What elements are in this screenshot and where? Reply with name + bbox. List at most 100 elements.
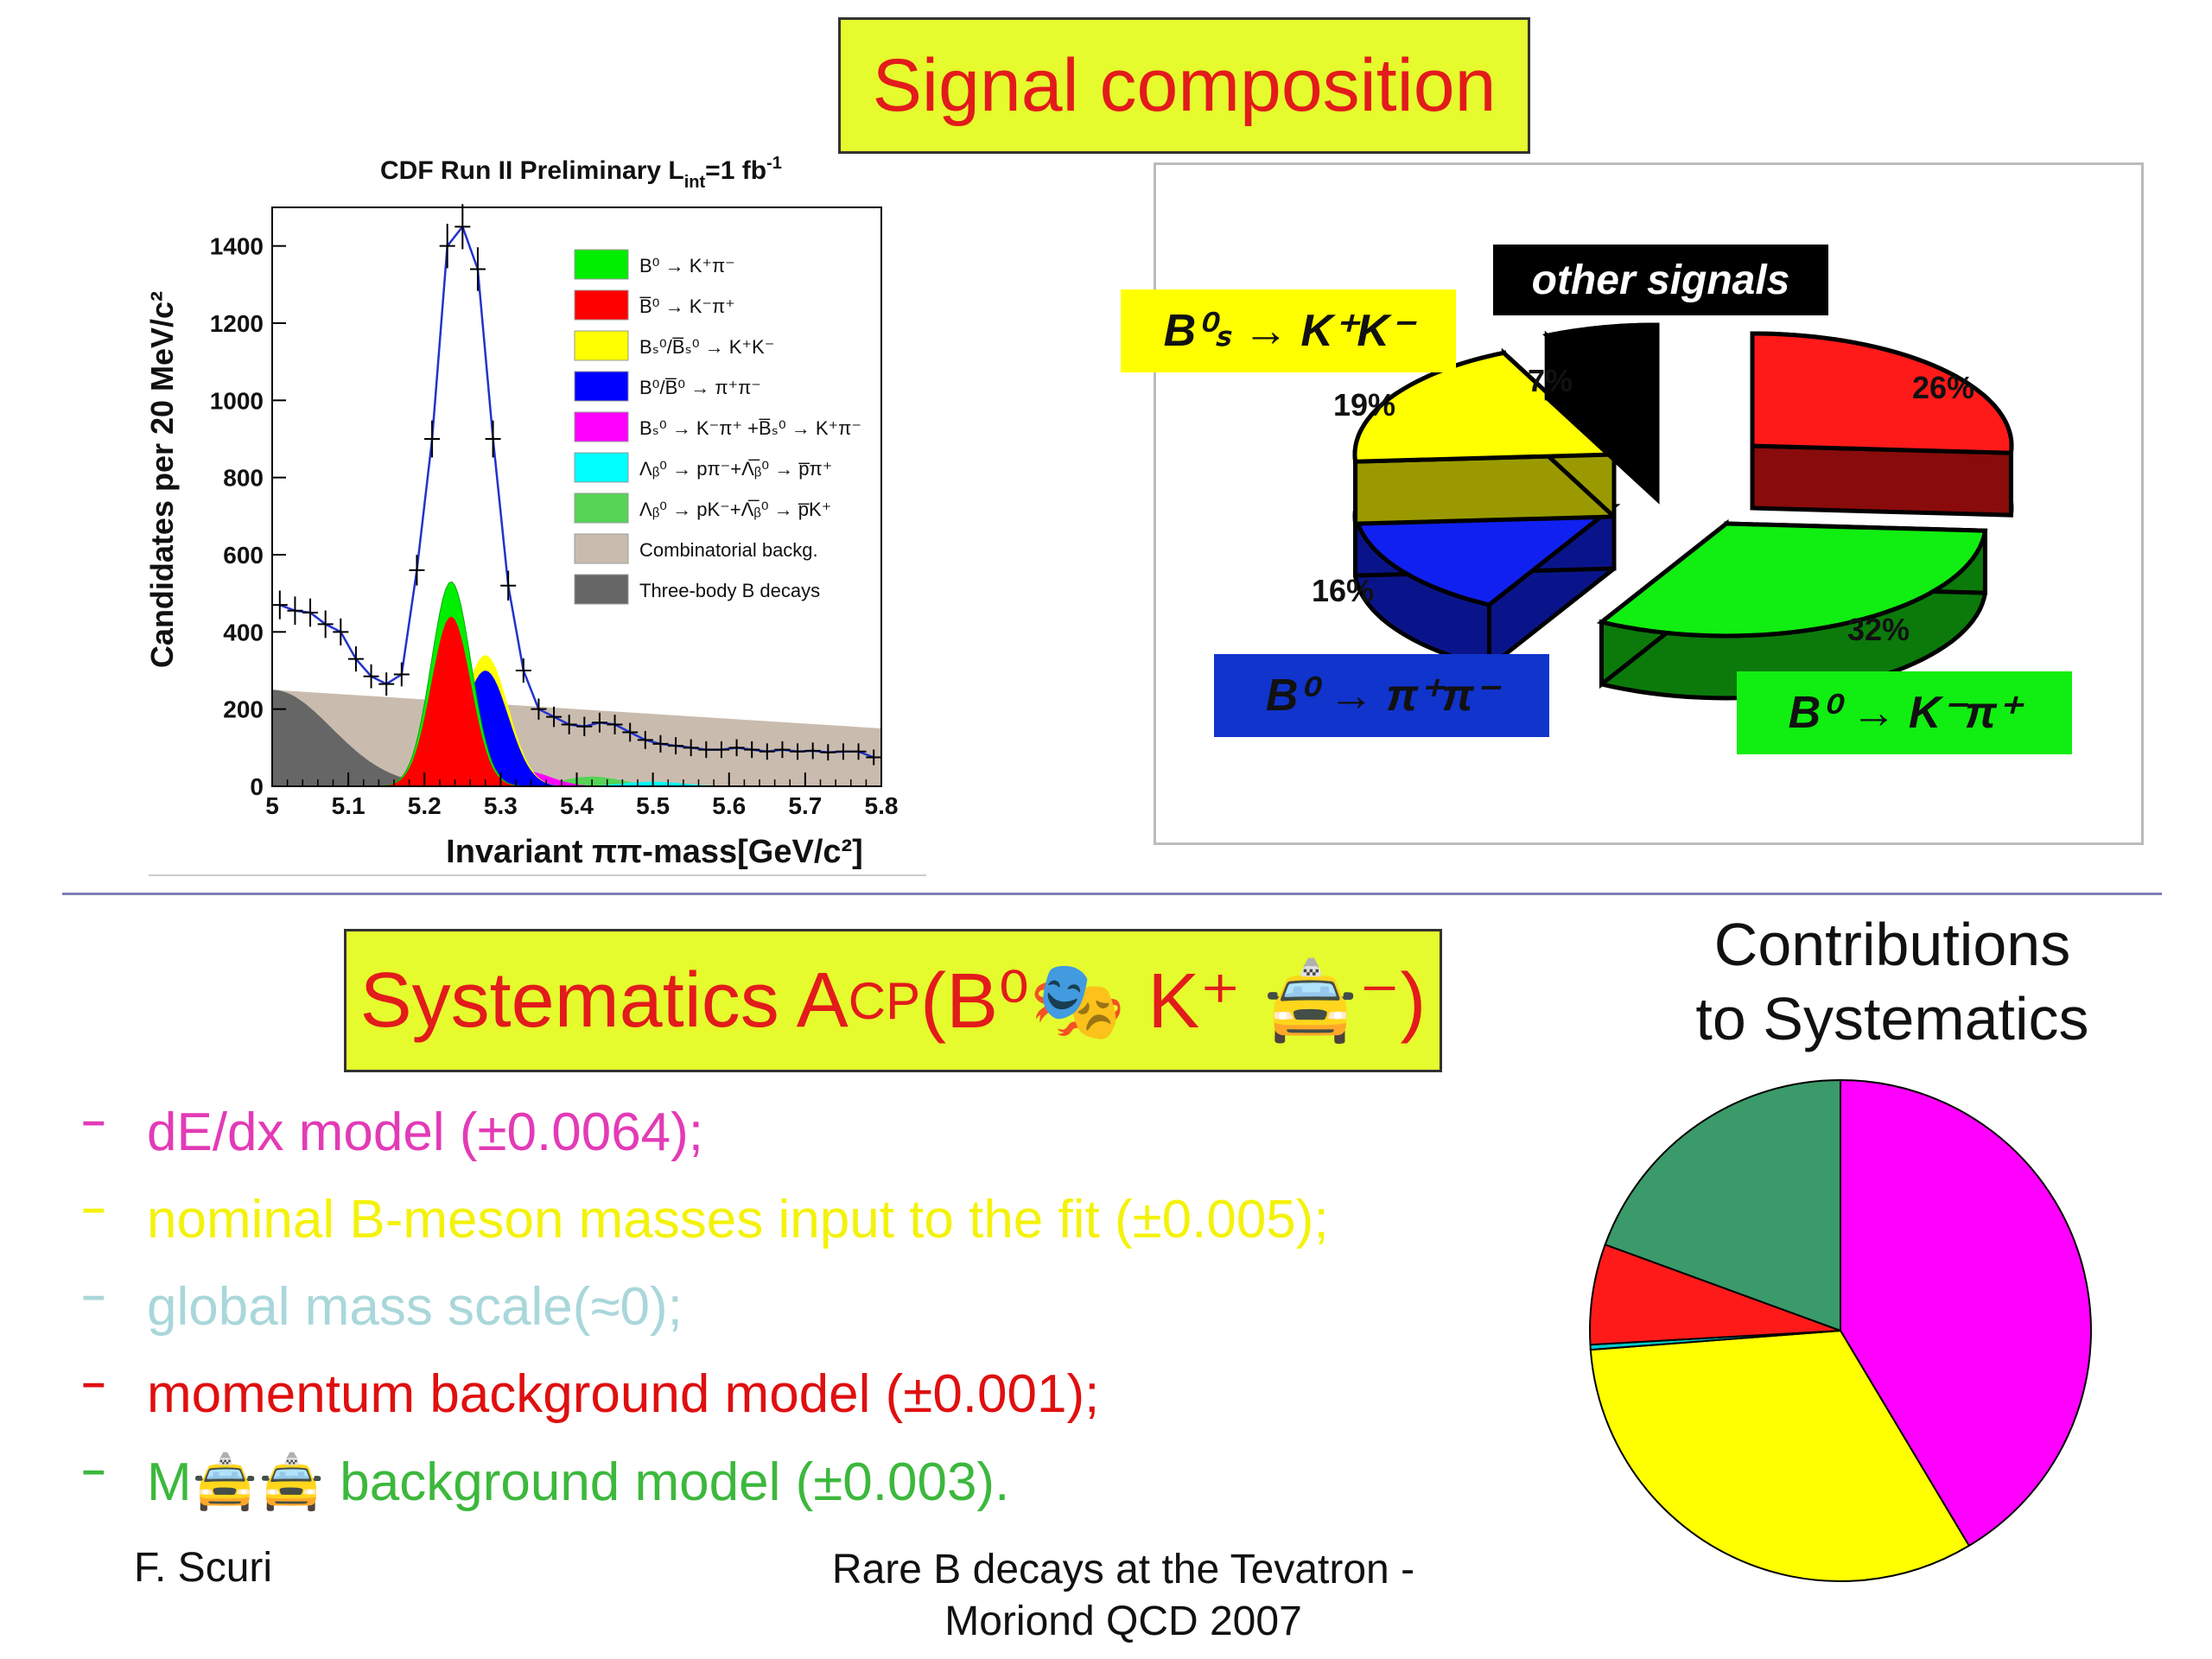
legend-label: Bₛ⁰/B̅ₛ⁰ → K⁺K⁻ <box>639 336 774 358</box>
data-point <box>607 715 623 734</box>
legend-label: Combinatorial backg. <box>639 539 818 561</box>
data-point <box>485 420 501 458</box>
data-point <box>576 716 593 736</box>
data-point <box>409 555 425 586</box>
systematics-title-sub: CP <box>848 971 921 1030</box>
bullet-item: momentum background model (±0.001); <box>147 1364 1100 1424</box>
data-point <box>469 247 486 291</box>
data-point <box>363 664 379 689</box>
data-point <box>744 741 760 759</box>
data-point <box>622 722 639 742</box>
x-tick-label: 5.1 <box>332 792 365 819</box>
systematics-title-a: Systematics A <box>359 957 849 1044</box>
section-divider <box>62 893 2162 895</box>
fit-curve <box>279 224 874 759</box>
bullet-dash: – <box>82 1185 105 1231</box>
systematics-slice <box>1840 1078 2092 1548</box>
contrib-title: Contributions to Systematics <box>1642 907 2143 1056</box>
pie3d-slice <box>1352 347 1620 526</box>
data-point <box>683 739 699 757</box>
contrib-title-line2: to Systematics <box>1695 985 2089 1052</box>
slide-title-text: Signal composition <box>872 43 1497 127</box>
data-point <box>271 590 288 620</box>
legend-item: Bₛ⁰/B̅ₛ⁰ → K⁺K⁻ <box>574 330 774 361</box>
pie3d-pct: 26% <box>1912 370 1974 405</box>
tag-b-pipi: B⁰ → π⁺π⁻ <box>1214 654 1549 737</box>
legend-item: B⁰/B̅⁰ → π⁺π⁻ <box>574 371 761 402</box>
y-tick-label: 600 <box>223 542 264 569</box>
data-point <box>698 741 715 759</box>
x-tick-label: 5.4 <box>560 792 594 819</box>
pie3d-pct: 19% <box>1333 387 1395 423</box>
y-axis-label: Candidates per 20 MeV/c² <box>144 291 180 668</box>
y-tick-label: 200 <box>223 696 264 723</box>
data-point <box>546 706 563 728</box>
footer-talk: Rare B decays at the Tevatron - Moriond … <box>778 1544 1469 1648</box>
pie3d-pct: 16% <box>1312 573 1374 608</box>
bullet-dash: – <box>82 1447 105 1493</box>
data-point <box>804 742 821 760</box>
x-tick-label: 5.3 <box>484 792 518 819</box>
legend-label: Bₛ⁰ → K⁻π⁺ +B̅ₛ⁰ → K⁺π⁻ <box>639 417 861 439</box>
y-tick-label: 1400 <box>210 233 264 260</box>
mass-histogram: CDF Run II Preliminary Lint=1 fb-1 5 5.1 5… <box>144 154 899 870</box>
threebody-area <box>272 690 881 786</box>
pie3d-pct: 7% <box>1528 363 1573 398</box>
data-point <box>287 596 303 626</box>
signal-pie: 32%16%19%7%26% <box>1312 322 2014 701</box>
data-point <box>637 731 653 749</box>
x-tick-label: 5.8 <box>865 792 899 819</box>
data-point <box>591 712 607 733</box>
bullet-item: nominal B-meson masses input to the fit … <box>147 1190 1329 1249</box>
y-tick-label: 400 <box>223 619 264 645</box>
data-point <box>759 743 775 760</box>
y-tick-label: 1000 <box>210 387 264 414</box>
footer-author: F. Scuri <box>134 1545 273 1591</box>
legend-label: B̅⁰ → K⁻π⁺ <box>639 296 735 317</box>
hist-title-text: CDF Run II Preliminary Lint=1 fb-1 <box>380 154 782 192</box>
legend-item: Three-body B decays <box>574 574 820 605</box>
data-point <box>333 618 349 645</box>
tag-other-signals: other signals <box>1493 245 1828 315</box>
data-point <box>531 698 547 720</box>
x-axis-label: Invariant ππ-mass[GeV/c²] <box>446 834 863 870</box>
data-point <box>790 743 806 760</box>
data-point <box>302 598 319 627</box>
data-point <box>454 204 471 250</box>
contrib-title-line1: Contributions <box>1713 911 2071 978</box>
data-point <box>820 744 836 761</box>
systematics-slice <box>1604 1078 1841 1332</box>
systematics-pie <box>1589 1078 2092 1583</box>
bullet-item: M🚖🚖 background model (±0.003). <box>147 1452 1010 1512</box>
y-tick-label: 1200 <box>210 310 264 337</box>
bullet-dash: – <box>82 1360 105 1406</box>
data-point <box>668 737 684 755</box>
pie3d-slice <box>1596 518 1988 701</box>
bbar-kpi-area <box>272 616 881 786</box>
data-point <box>347 646 364 672</box>
data-point <box>439 223 455 269</box>
data-point <box>500 570 517 601</box>
hist-underline <box>149 874 926 876</box>
data-point <box>515 658 531 683</box>
legend-label: Λᵦ⁰ → pπ⁻+Λ̅ᵦ⁰ → p̅π⁺ <box>639 458 832 480</box>
signal-pie-panel: 32%16%19%7%26% <box>1154 162 2144 845</box>
bullet-item: global mass scale(≈0); <box>147 1277 683 1337</box>
y-tick-label: 0 <box>250 773 264 800</box>
data-point <box>378 672 395 696</box>
footer-line1: Rare B decays at the Tevatron - <box>831 1547 1415 1592</box>
pie3d-slice <box>1352 501 1621 672</box>
bullet-dash: – <box>82 1273 105 1319</box>
systematics-slice <box>1589 1329 1971 1583</box>
legend-label: Three-body B decays <box>639 580 820 601</box>
bullet-dash: – <box>82 1098 105 1144</box>
x-tick-label: 5 <box>265 792 279 819</box>
systematics-title-rest: (B⁰🎭 K⁺ 🚖⁻) <box>920 957 1427 1045</box>
legend-item: Combinatorial backg. <box>574 533 818 564</box>
tag-bs-kk: B⁰ₛ → K⁺K⁻ <box>1121 289 1456 372</box>
hist-title: CDF Run II Preliminary Lint=1 fb-1 <box>380 154 782 192</box>
x-tick-label: 5.2 <box>408 792 442 819</box>
data-point <box>774 741 791 759</box>
pie3d-slice <box>1750 331 2014 518</box>
